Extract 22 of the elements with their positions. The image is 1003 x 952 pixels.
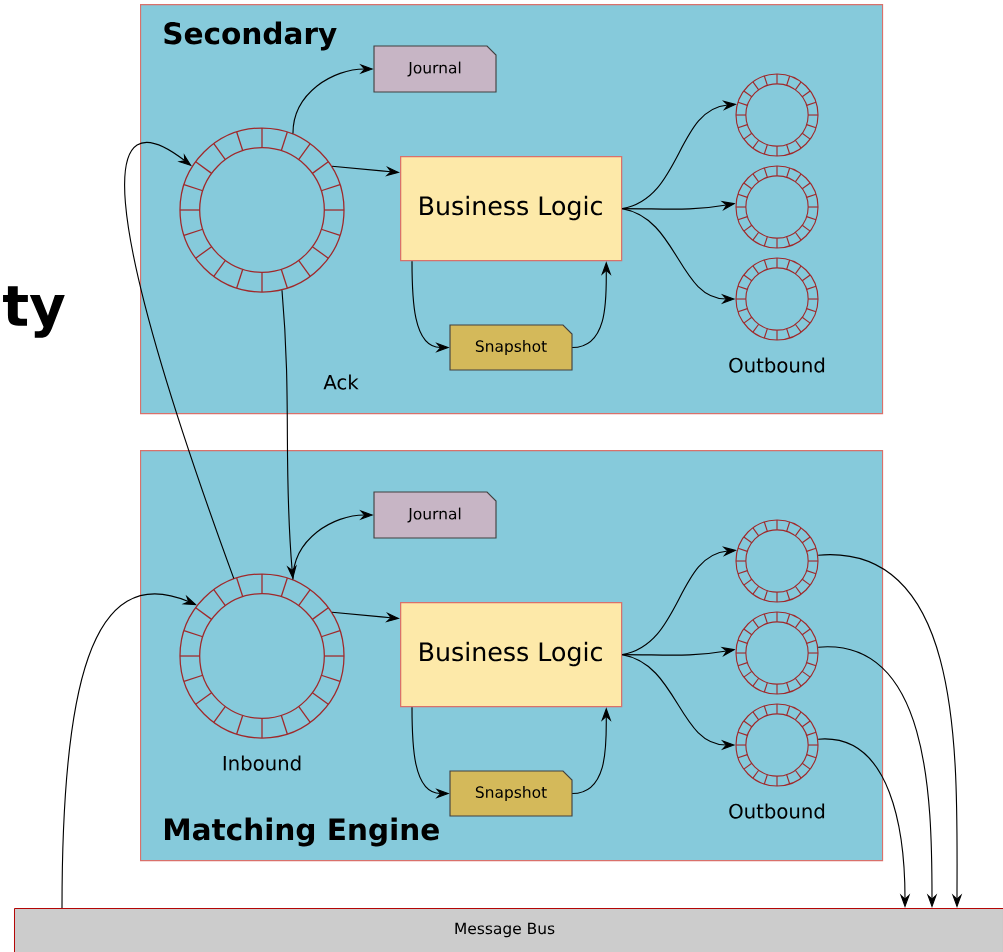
ring-buffer bbox=[735, 165, 819, 249]
arrow bbox=[124, 141, 235, 579]
ring-buffer bbox=[179, 573, 345, 739]
snapshot-box: Snapshot bbox=[449, 324, 573, 371]
journal-box: Journal bbox=[373, 45, 497, 93]
ring-label: Outbound bbox=[729, 357, 825, 373]
process-box: Business Logic bbox=[400, 602, 623, 708]
ring-label: Inbound bbox=[223, 755, 301, 771]
panel-title: Matching Engine bbox=[165, 817, 439, 847]
panel-title: Secondary bbox=[164, 21, 337, 51]
ring-buffer bbox=[735, 611, 819, 695]
ring-buffer bbox=[179, 127, 345, 293]
ring-buffer bbox=[735, 703, 819, 787]
journal-box: Journal bbox=[373, 491, 497, 539]
bus-bar: Message Bus bbox=[14, 908, 1003, 952]
snapshot-box: Snapshot bbox=[449, 770, 573, 817]
ring-buffer bbox=[735, 519, 819, 603]
heading-fragment: ty bbox=[3, 286, 65, 338]
ring-buffer bbox=[735, 73, 819, 157]
ring-buffer bbox=[735, 257, 819, 341]
ring-label: Outbound bbox=[729, 803, 825, 819]
process-box: Business Logic bbox=[400, 156, 623, 262]
